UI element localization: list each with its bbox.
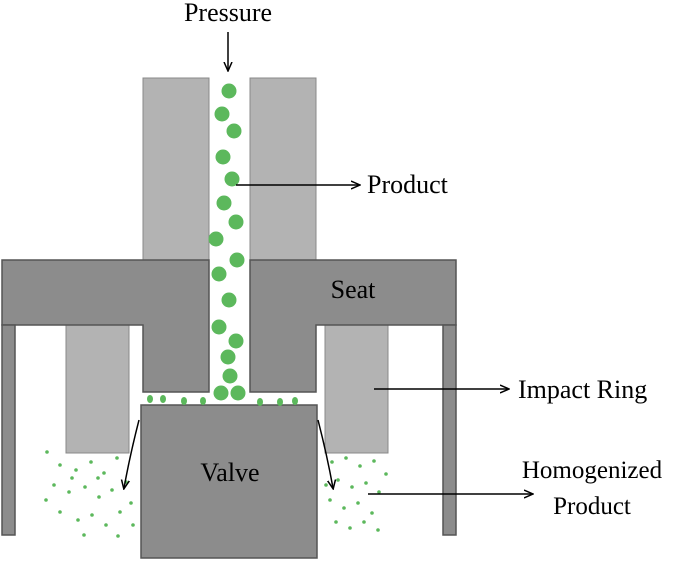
homogenized-label-line2: Product	[553, 493, 631, 520]
impact-ring-label: Impact Ring	[518, 375, 647, 404]
homogenized-particles-right	[324, 456, 388, 532]
feed-block-left	[142, 77, 210, 261]
flow-arrow-left	[124, 419, 140, 488]
seat-label: Seat	[331, 275, 377, 304]
homogenized-label-line1: Homogenized	[522, 457, 663, 484]
feed-block-right	[249, 77, 317, 261]
flow-arrow-right	[317, 419, 333, 488]
pressure-label: Pressure	[184, 0, 272, 27]
homogenized-particles-left	[44, 450, 135, 538]
side-wall-left	[1, 324, 16, 536]
gap-particles	[147, 395, 298, 406]
valve-block	[140, 404, 318, 559]
seat-right	[249, 259, 457, 393]
product-particles	[208, 83, 246, 401]
product-label: Product	[367, 170, 449, 199]
valve-label: Valve	[200, 458, 259, 487]
side-wall-right	[442, 324, 457, 536]
impact-ring-left	[65, 324, 130, 454]
